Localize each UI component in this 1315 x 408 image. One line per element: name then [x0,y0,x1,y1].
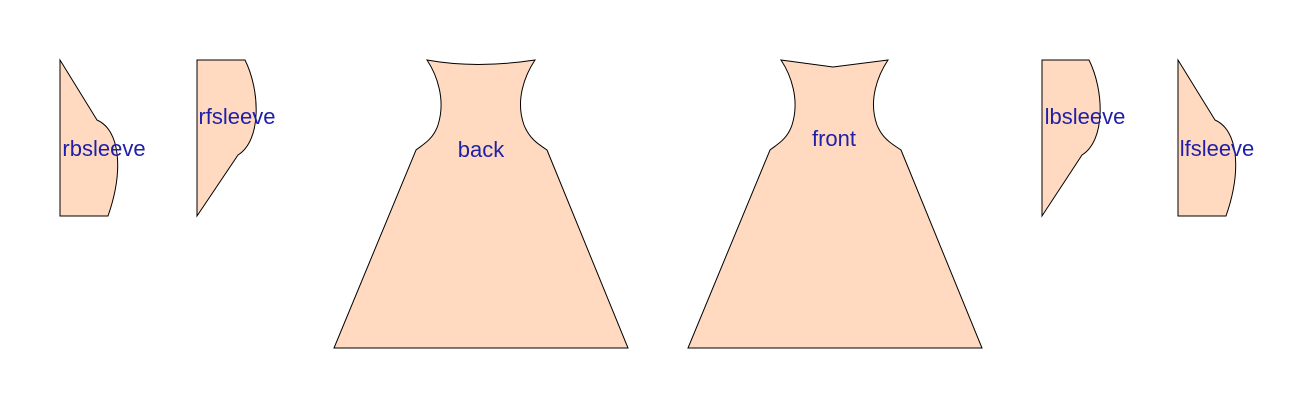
rbsleeve-label: rbsleeve [62,136,145,161]
lbsleeve-label: lbsleeve [1045,104,1126,129]
rbsleeve-shape [59,58,119,217]
piece-back: back [333,59,629,349]
piece-lbsleeve: lbsleeve [1041,59,1126,218]
rfsleeve-label: rfsleeve [198,104,275,129]
back-shape [333,59,629,349]
back-label: back [458,137,505,162]
front-label: front [812,126,856,151]
front-shape [687,59,983,349]
piece-rbsleeve: rbsleeve [59,58,146,217]
piece-front: front [687,59,983,349]
rfsleeve-shape [196,59,257,218]
piece-rfsleeve: rfsleeve [196,59,276,218]
lbsleeve-shape [1041,59,1101,218]
lfsleeve-shape [1177,58,1237,217]
lfsleeve-label: lfsleeve [1180,136,1255,161]
piece-lfsleeve: lfsleeve [1177,58,1255,217]
